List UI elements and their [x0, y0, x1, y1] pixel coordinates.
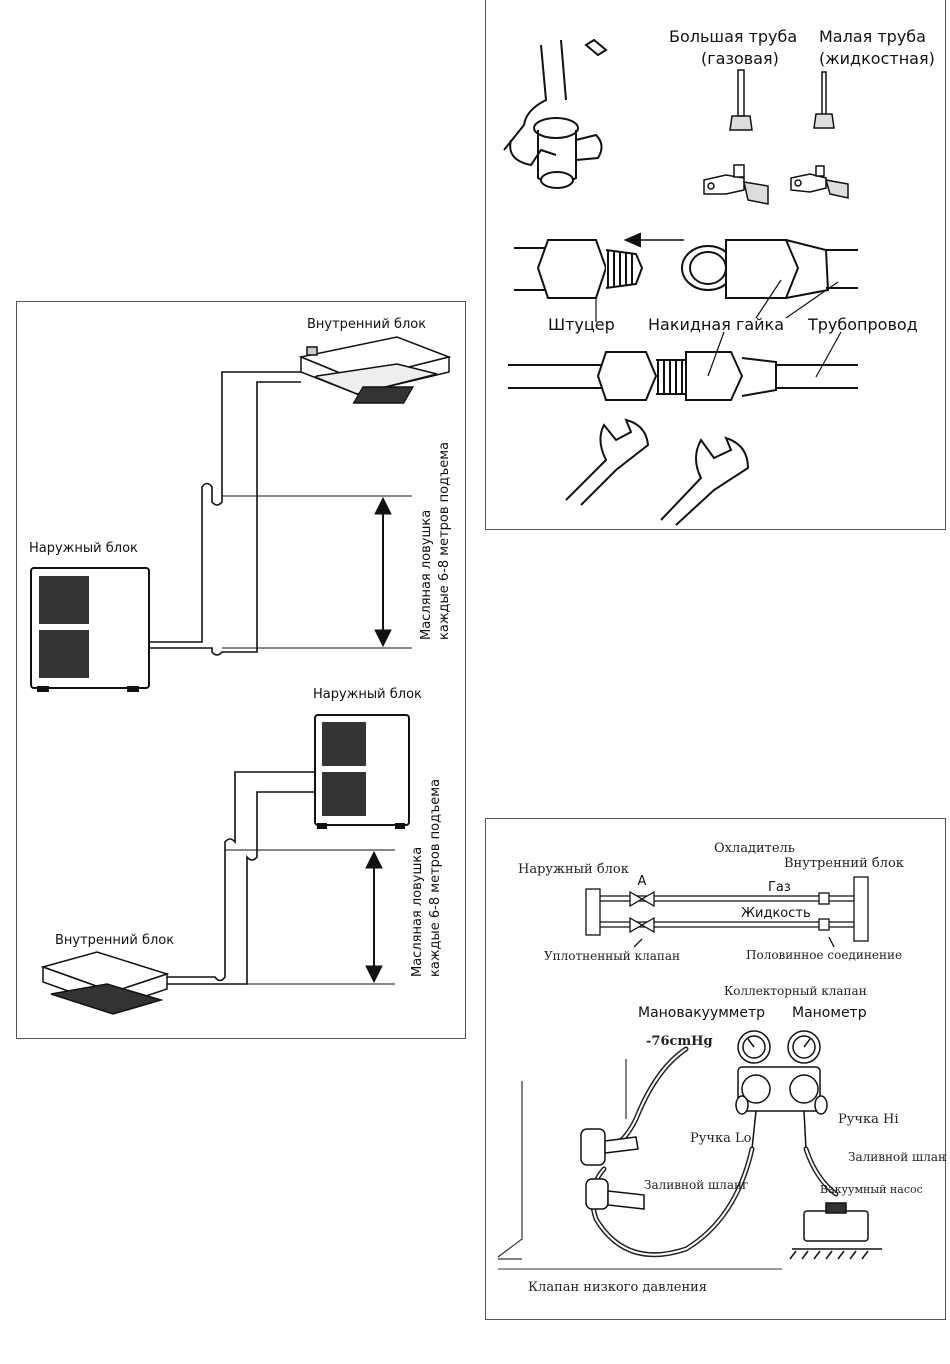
lower-outdoor-label: Наружный блок — [313, 687, 422, 702]
wrench-right-icon — [660, 436, 750, 526]
outdoor-unit-upper-icon — [30, 567, 150, 692]
lower-indoor-label: Внутренний блок — [55, 933, 174, 948]
upper-outdoor-label: Наружный блок — [29, 541, 138, 556]
big-pipe-label-1: Большая труба — [669, 27, 797, 46]
handle-lo-label: Ручка Lo — [690, 1131, 752, 1146]
small-pipe-label-2: (жидкостная) — [819, 49, 935, 68]
outdoor-schematic-label: Наружный блок — [518, 862, 629, 877]
gauge-reading: -76cmHg — [646, 1034, 713, 1049]
valve-letter: A — [638, 874, 647, 889]
indoor-unit-lower-icon — [40, 951, 170, 1015]
vacuum-evacuation-panel: Охладитель Наружный блок Внутренний блок… — [485, 818, 947, 1320]
gas-label: Газ — [768, 880, 791, 895]
lower-height-marker — [225, 849, 395, 985]
indoor-schematic-label: Внутренний блок — [784, 856, 904, 871]
liquid-label: Жидкость — [741, 906, 811, 921]
vacuum-pump-label: Вакуумный насос — [820, 1183, 923, 1196]
wrench-left-icon — [565, 418, 650, 506]
big-pipe-label-2: (газовая) — [701, 49, 779, 68]
outdoor-unit-lower-icon — [314, 714, 410, 829]
outdoor-wall-drawing — [497, 1059, 627, 1260]
handle-hi-icon[interactable] — [814, 1095, 828, 1115]
small-pipe-label-1: Малая труба — [819, 27, 926, 46]
vacuum-gauge-label: Мановакуумметр — [638, 1005, 765, 1021]
low-pressure-valve-icon — [580, 1128, 645, 1210]
upper-height-marker — [222, 495, 412, 649]
svg-text:Масляная ловушка: Масляная ловушка — [419, 510, 434, 640]
pressure-gauge-icon — [787, 1030, 821, 1064]
fitting-label: Штуцер — [548, 315, 615, 334]
charge-hose-left-label: Заливной шланг — [644, 1178, 748, 1192]
low-pressure-valve-label: Клапан низкого давления — [528, 1280, 707, 1295]
lower-piping — [167, 771, 315, 985]
manifold-valve-label: Коллекторный клапан — [724, 984, 867, 998]
flare-connection-panel: Большая труба (газовая) Малая труба (жид… — [485, 0, 946, 530]
indoor-unit-upper-icon — [298, 336, 452, 404]
liquid-service-valve-icon — [790, 165, 849, 199]
upper-oil-trap-note: Масляная ловушка каждые 6-8 метров подъе… — [419, 442, 452, 640]
vacuum-pump-icon — [789, 1202, 882, 1260]
vacuum-gauge-icon — [737, 1030, 771, 1064]
lower-oil-trap-note: Масляная ловушка каждые 6-8 метров подъе… — [410, 779, 443, 977]
pressure-gauge-label: Манометр — [792, 1005, 867, 1021]
wrench-on-valve-icon — [503, 38, 608, 189]
vacuum-evacuation-diagram: Охладитель Наружный блок Внутренний блок… — [497, 841, 947, 1295]
flare-exploded-view — [514, 232, 858, 299]
half-union-label: Половинное соединение — [746, 948, 902, 962]
flare-assembled-view — [508, 351, 858, 401]
gas-service-valve-icon — [703, 164, 769, 205]
flare-nut-label: Накидная гайка — [648, 315, 784, 334]
piping-diagram-panel: Внутренний блок Наружный блок Масляная л… — [16, 301, 466, 1039]
refrigerant-label: Охладитель — [714, 841, 795, 856]
sealed-valve-label: Уплотненный клапан — [544, 949, 680, 963]
charge-hose-right-label: Заливной шланг — [848, 1150, 947, 1164]
flare-label-leaders — [595, 279, 842, 378]
big-pipe-icon — [729, 69, 753, 131]
upper-indoor-label: Внутренний блок — [307, 317, 426, 332]
handle-lo-icon[interactable] — [735, 1095, 749, 1115]
handle-hi-label: Ручка Hi — [838, 1112, 899, 1127]
small-pipe-icon — [813, 71, 835, 129]
upper-piping — [149, 371, 301, 656]
svg-text:Масляная ловушка: Масляная ловушка — [410, 847, 425, 977]
flare-connection-diagram: Большая труба (газовая) Малая труба (жид… — [503, 27, 935, 526]
svg-text:каждые 6-8 метров подъема: каждые 6-8 метров подъема — [437, 442, 452, 640]
refrigerant-schematic — [585, 876, 869, 948]
pipeline-label: Трубопровод — [807, 315, 918, 334]
manifold-body — [737, 1066, 821, 1150]
piping-diagram: Внутренний блок Наружный блок Масляная л… — [29, 317, 452, 1015]
svg-text:каждые 6-8 метров подъема: каждые 6-8 метров подъема — [428, 779, 443, 977]
